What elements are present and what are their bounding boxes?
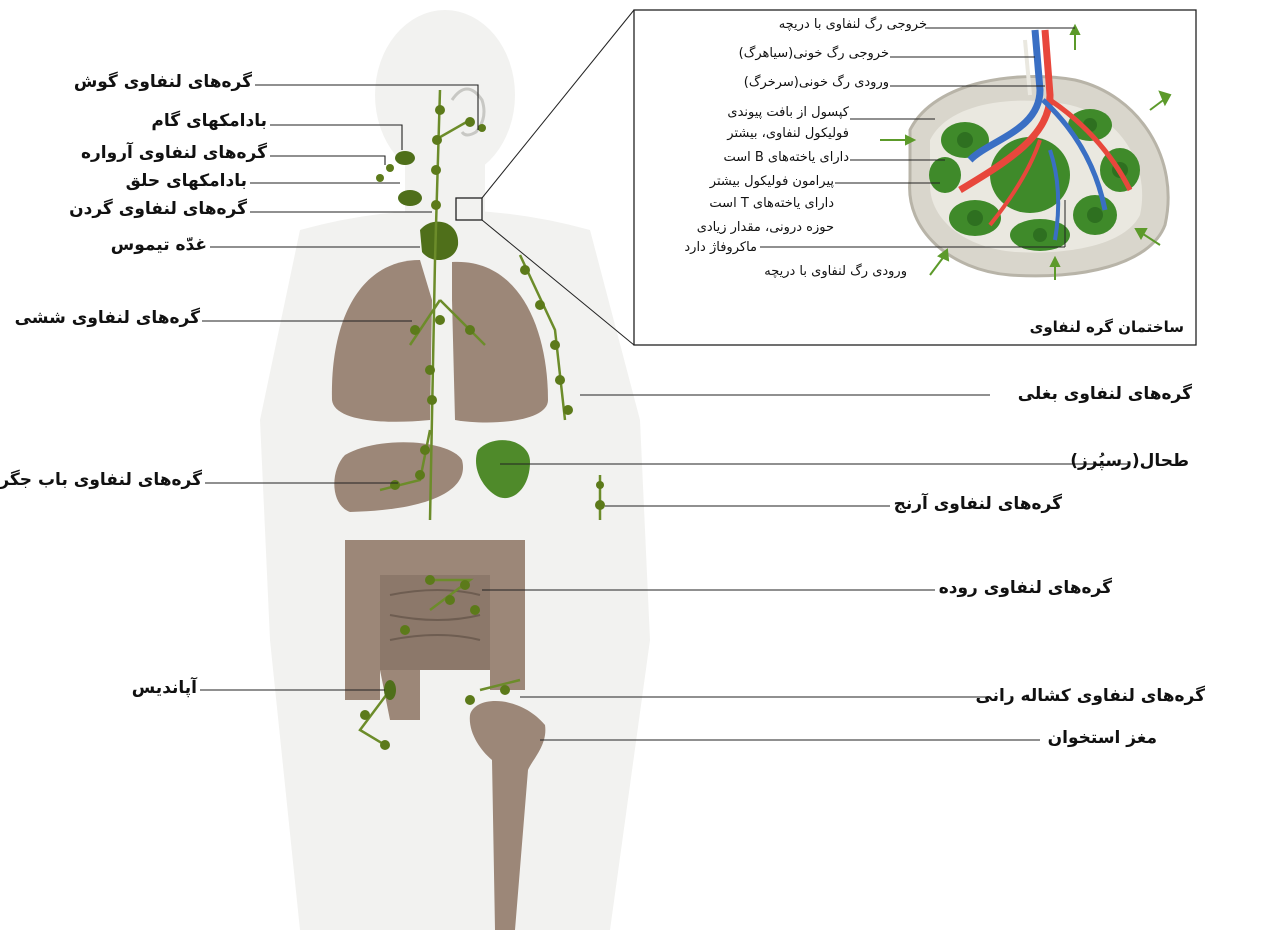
inset-label-parafollicular: پیرامون فولیکول بیشتر <box>710 174 834 189</box>
label-neck-nodes: گره‌های لنفاوی گردن <box>69 199 247 219</box>
inset-label-t-cells: دارای یاخته‌های T است <box>709 196 834 211</box>
throat-tonsil-shape <box>398 190 422 206</box>
label-palatine-tonsils: بادامکهای گام <box>151 111 267 131</box>
inset-label-b-cells: دارای یاخته‌های B است <box>723 150 849 165</box>
inset-label-afferent-lymph: ورودی رگ لنفاوی با دریچه <box>764 264 907 279</box>
inset-label-artery-in: ورودی رگ خونی(سرخرگ) <box>744 75 889 90</box>
inset-label-vein-out: خروجی رگ خونی(سیاهرگ) <box>739 46 889 61</box>
inset-label-macrophage: ماکروفاژ دارد <box>684 240 757 255</box>
palatine-tonsil-shape <box>395 151 415 165</box>
inset-title: ساختمان گره لنفاوی <box>1030 318 1184 336</box>
inset-label-capsule: کپسول از بافت پیوندی <box>727 105 849 120</box>
label-salivary-nodes: گره‌های لنفاوی آرواره <box>81 143 267 163</box>
label-liver-portal-nodes: گره‌های لنفاوی باب جگر <box>0 470 202 490</box>
inset-label-follicle: فولیکول لنفاوی، بیشتر <box>727 126 849 141</box>
label-bone-marrow: مغز استخوان <box>1048 728 1157 748</box>
inset-label-efferent-lymph: خروجی رگ لنفاوی با دریچه <box>779 17 927 32</box>
label-spleen: طحال(رسپُرز) <box>1070 451 1189 471</box>
label-ear-nodes: گره‌های لنفاوی گوش <box>74 72 252 92</box>
appendix-shape <box>384 680 396 700</box>
label-elbow-nodes: گره‌های لنفاوی آرنج <box>894 494 1062 514</box>
label-thymus: غدّه تیموس <box>111 235 207 255</box>
thymus-organ <box>420 222 458 260</box>
label-axillary-nodes: گره‌های لنفاوی بغلی <box>1018 384 1192 404</box>
label-throat-tonsils: بادامکهای حلق <box>126 171 247 191</box>
label-lung-nodes: گره‌های لنفاوی ششی <box>15 308 200 328</box>
label-intestine-nodes: گره‌های لنفاوی روده <box>939 578 1112 598</box>
label-inguinal-nodes: گره‌های لنفاوی کشاله رانی <box>975 686 1205 706</box>
inset-label-medulla: حوزه درونی، مقدار زیادی <box>697 220 834 235</box>
label-appendix: آپاندیس <box>132 678 197 698</box>
